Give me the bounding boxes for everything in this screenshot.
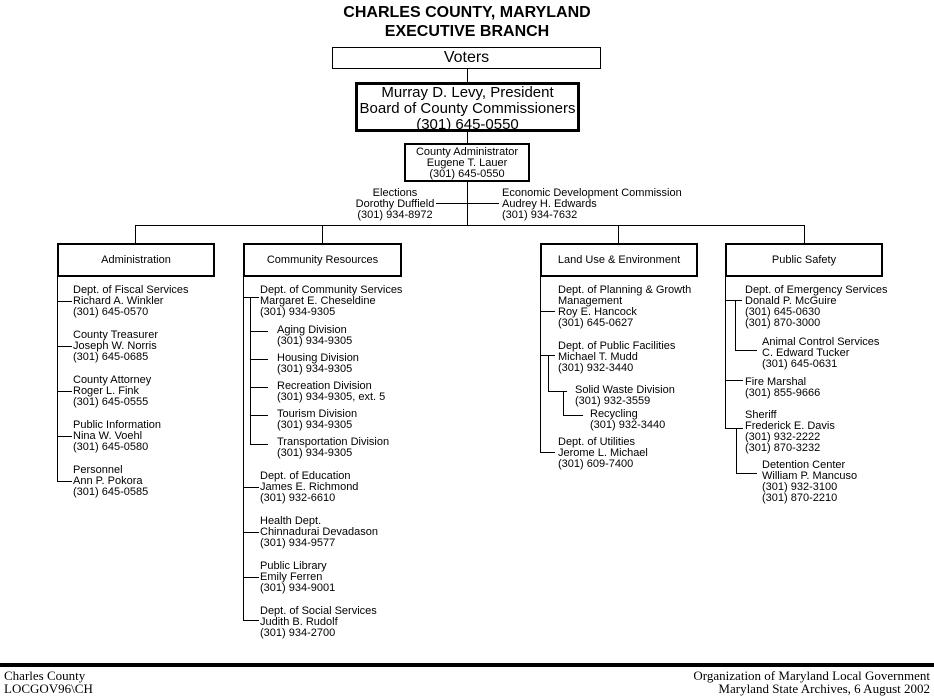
entry-fire-marshal: Fire Marshal (301) 855-9666 xyxy=(745,376,821,399)
board-line1: Murray D. Levy, President xyxy=(381,84,554,101)
entry-personnel: Personnel Ann P. Pokora (301) 645-0585 xyxy=(73,464,149,498)
entry-public-library: Public Library Emily Ferren (301) 934-90… xyxy=(260,560,336,594)
entry-tourism-division: Tourism Division (301) 934-9305 xyxy=(277,408,358,431)
branch-box-community-resources: Community Resources xyxy=(243,243,402,277)
branch-box-public-safety: Public Safety xyxy=(725,243,883,277)
branch-label-community-resources: Community Resources xyxy=(266,254,379,266)
spine-administration xyxy=(57,277,58,481)
spine-emergency-services xyxy=(735,300,736,350)
entry-public-information: Public Information Nina W. Voehl (301) 6… xyxy=(73,419,162,453)
connector-board-admin xyxy=(467,132,468,143)
spine-community-divisions xyxy=(250,297,251,444)
entry-health-dept: Health Dept. Chinnadurai Devadason (301)… xyxy=(260,515,379,549)
entry-county-attorney: County Attorney Roger L. Fink (301) 645-… xyxy=(73,374,152,408)
entry-animal-control: Animal Control Services C. Edward Tucker… xyxy=(762,336,880,370)
tick-public-library xyxy=(243,577,259,578)
branch-label-administration: Administration xyxy=(101,254,171,266)
entry-recreation-division: Recreation Division (301) 934-9305, ext.… xyxy=(277,380,386,403)
spine-land-use xyxy=(540,277,541,452)
tick-public-facilities xyxy=(540,355,555,356)
tick-emergency-services xyxy=(725,300,742,301)
tick-planning-growth xyxy=(540,311,555,312)
tick-education xyxy=(243,487,259,488)
entry-planning-growth: Dept. of Planning & Growth Management Ro… xyxy=(558,284,692,329)
branch-box-land-use: Land Use & Environment xyxy=(540,243,698,277)
entry-detention-center: Detention Center William P. Mancuso (301… xyxy=(762,459,858,504)
tick-community-services xyxy=(243,297,259,298)
connector-voters-board xyxy=(467,69,468,82)
footer-rule xyxy=(0,663,934,667)
county-admin-line1: County Administrator xyxy=(415,146,519,158)
tick-recycling xyxy=(563,415,583,416)
branch-label-land-use: Land Use & Environment xyxy=(557,254,681,266)
tick-county-treasurer xyxy=(57,346,72,347)
entry-solid-waste: Solid Waste Division (301) 932-3559 xyxy=(575,384,675,407)
entry-utilities: Dept. of Utilities Jerome L. Michael (30… xyxy=(558,436,648,470)
branch-box-administration: Administration xyxy=(57,243,215,277)
tick-aging-division xyxy=(250,331,268,332)
connector-drop-landuse xyxy=(618,225,619,243)
spine-sheriff xyxy=(736,428,737,473)
entry-housing-division: Housing Division (301) 934-9305 xyxy=(277,352,359,375)
entry-economic-development: Economic Development Commission Audrey H… xyxy=(502,187,682,221)
tick-detention-center xyxy=(736,473,757,474)
county-admin-line3: (301) 645-0550 xyxy=(429,168,505,180)
voters-label: Voters xyxy=(443,49,490,66)
tick-utilities xyxy=(540,452,555,453)
board-line3: (301) 645-0550 xyxy=(416,116,519,133)
spine-solid-waste xyxy=(563,391,564,415)
entry-transportation-division: Transportation Division (301) 934-9305 xyxy=(277,436,390,459)
tick-tourism-division xyxy=(250,415,268,416)
tick-health-dept xyxy=(243,532,259,533)
tick-county-attorney xyxy=(57,391,72,392)
entry-education: Dept. of Education James E. Richmond (30… xyxy=(260,470,359,504)
spine-public-safety xyxy=(725,277,726,428)
entry-sheriff: Sheriff Frederick E. Davis (301) 932-222… xyxy=(745,409,835,454)
tick-personnel xyxy=(57,481,72,482)
board-line2: Board of County Commissioners xyxy=(359,100,576,117)
tick-fiscal-services xyxy=(57,301,72,302)
tick-sheriff xyxy=(725,428,743,429)
entry-public-facilities: Dept. of Public Facilities Michael T. Mu… xyxy=(558,340,676,374)
footer-right: Organization of Maryland Local Governmen… xyxy=(693,668,930,696)
page-title-line2: EXECUTIVE BRANCH xyxy=(384,23,550,40)
tick-social-services xyxy=(243,620,259,621)
tick-transportation-division xyxy=(250,444,268,445)
entry-aging-division: Aging Division (301) 934-9305 xyxy=(277,324,353,347)
tick-animal-control xyxy=(735,350,757,351)
connector-drop-community xyxy=(322,225,323,243)
county-administrator-box: County Administrator Eugene T. Lauer (30… xyxy=(404,143,530,182)
entry-elections: Elections Dorothy Duffield (301) 934-897… xyxy=(355,187,435,221)
spine-public-facilities xyxy=(548,355,549,391)
entry-social-services: Dept. of Social Services Judith B. Rudol… xyxy=(260,605,377,639)
voters-box: Voters xyxy=(332,47,601,69)
connector-distributor xyxy=(135,225,805,226)
tick-public-information xyxy=(57,436,72,437)
entry-community-services: Dept. of Community Services Margaret E. … xyxy=(260,284,403,318)
tick-fire-marshal xyxy=(725,380,743,381)
connector-drop-administration xyxy=(135,225,136,243)
tick-recreation-division xyxy=(250,387,268,388)
page-title-line1: CHARLES COUNTY, MARYLAND xyxy=(343,4,591,21)
branch-label-public-safety: Public Safety xyxy=(771,254,837,266)
entry-recycling: Recycling (301) 932-3440 xyxy=(590,408,666,431)
tick-housing-division xyxy=(250,359,268,360)
connector-drop-publicsafety xyxy=(804,225,805,243)
tick-solid-waste xyxy=(548,391,567,392)
entry-emergency-services: Dept. of Emergency Services Donald P. Mc… xyxy=(745,284,888,329)
entry-county-treasurer: County Treasurer Joseph W. Norris (301) … xyxy=(73,329,158,363)
connector-staff-offices xyxy=(436,203,499,204)
footer-left: Charles County LOCGOV96\CH xyxy=(4,668,93,696)
entry-fiscal-services: Dept. of Fiscal Services Richard A. Wink… xyxy=(73,284,189,318)
board-of-commissioners-box: Murray D. Levy, President Board of Count… xyxy=(355,82,580,133)
county-admin-line2: Eugene T. Lauer xyxy=(426,157,508,169)
spine-community-resources xyxy=(243,277,244,620)
